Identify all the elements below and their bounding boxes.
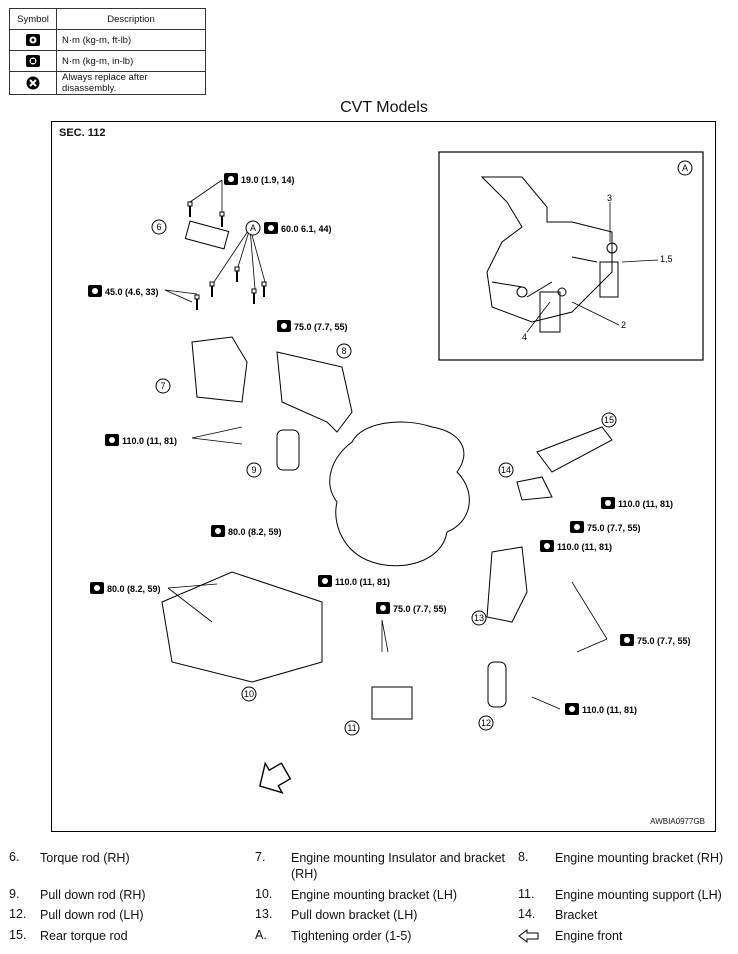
callout-15: 15 <box>604 415 614 425</box>
torque-wrench-icon <box>26 34 40 46</box>
callout-6: 6 <box>156 222 161 232</box>
legend-header-symbol: Symbol <box>9 8 57 30</box>
legend-description: Always replace after disassembly. <box>56 71 206 95</box>
detail-number: 4 <box>522 332 527 342</box>
engine-front-arrow-icon <box>259 761 292 794</box>
torque-rod-rh-drawing <box>184 220 230 250</box>
detail-a-tag: A <box>682 163 688 173</box>
callout-11: 11 <box>347 723 356 733</box>
legend-description: N·m (kg-m, in-lb) <box>56 50 206 72</box>
callouts: 6 7 8 9 10 11 12 13 14 15 A A <box>151 160 693 736</box>
torque-spec: 75.0 (7.7, 55) <box>294 322 348 332</box>
legend-header-description: Description <box>56 8 206 30</box>
torque-spec: 80.0 (8.2, 59) <box>107 584 161 594</box>
page-title: CVT Models <box>340 99 428 116</box>
exploded-view-figure: SEC. 112 AWBIA0977GB <box>51 121 716 832</box>
leader-lines <box>164 179 608 710</box>
torque-spec: 75.0 (7.7, 55) <box>637 636 691 646</box>
callout-9: 9 <box>251 465 256 475</box>
figure-code: AWBIA0977GB <box>650 817 705 826</box>
torque-spec: 75.0 (7.7, 55) <box>393 604 447 614</box>
symbol-legend-table: Symbol Description N·m (kg-m, ft-lb) N·m… <box>9 8 206 95</box>
torque-spec: 110.0 (11, 81) <box>557 542 612 552</box>
callout-a: A <box>250 223 256 233</box>
torque-spec: 45.0 (4.6, 33) <box>105 287 159 297</box>
pull-down-rod-lh-drawing <box>487 661 507 708</box>
torque-spec: 110.0 (11, 81) <box>582 705 637 715</box>
torque-spec: 110.0 (11, 81) <box>335 577 390 587</box>
detail-number: 3 <box>607 193 612 203</box>
mounting-support-lh-drawing <box>371 686 413 720</box>
torque-spec: 19.0 (1.9, 14) <box>241 175 295 185</box>
torque-spec: 75.0 (7.7, 55) <box>587 523 641 533</box>
rear-torque-rod-drawing <box>536 426 613 473</box>
detail-a-drawing <box>480 176 619 333</box>
mounting-insulator-rh-drawing <box>191 336 248 403</box>
legend-description: N·m (kg-m, ft-lb) <box>56 29 206 51</box>
mounting-diagram: 19.0 (1.9, 14) 60.0 6.1, 44) 45.0 (4.6, … <box>88 151 704 794</box>
detail-numbers: 3 1,5 2 4 <box>522 193 673 342</box>
callout-7: 7 <box>160 381 165 391</box>
bracket-drawing <box>516 476 553 501</box>
torque-spec: 110.0 (11, 81) <box>618 499 673 509</box>
engine-outline <box>329 421 470 567</box>
callout-8: 8 <box>341 346 346 356</box>
torque-specs: 19.0 (1.9, 14) 60.0 6.1, 44) 45.0 (4.6, … <box>88 173 691 715</box>
pull-down-bracket-lh-drawing <box>486 546 528 623</box>
torque-spec: 60.0 6.1, 44) <box>281 224 332 234</box>
torque-wrench-small-icon <box>26 55 40 67</box>
callout-14: 14 <box>501 465 511 475</box>
callout-13: 13 <box>474 613 484 623</box>
torque-spec: 110.0 (11, 81) <box>122 436 177 446</box>
detail-number: 1,5 <box>660 254 673 264</box>
section-label: SEC. 112 <box>59 127 106 139</box>
callout-12: 12 <box>481 718 491 728</box>
pull-down-rod-rh-drawing <box>276 429 300 471</box>
always-replace-icon <box>26 76 40 90</box>
detail-number: 2 <box>621 320 626 330</box>
torque-spec: 80.0 (8.2, 59) <box>228 527 282 537</box>
mounting-bracket-rh-drawing <box>276 351 353 433</box>
detail-a-box <box>438 151 704 361</box>
mounting-bracket-lh-drawing <box>161 571 323 683</box>
callout-10: 10 <box>244 689 254 699</box>
engine-front-arrow-icon <box>518 929 539 943</box>
